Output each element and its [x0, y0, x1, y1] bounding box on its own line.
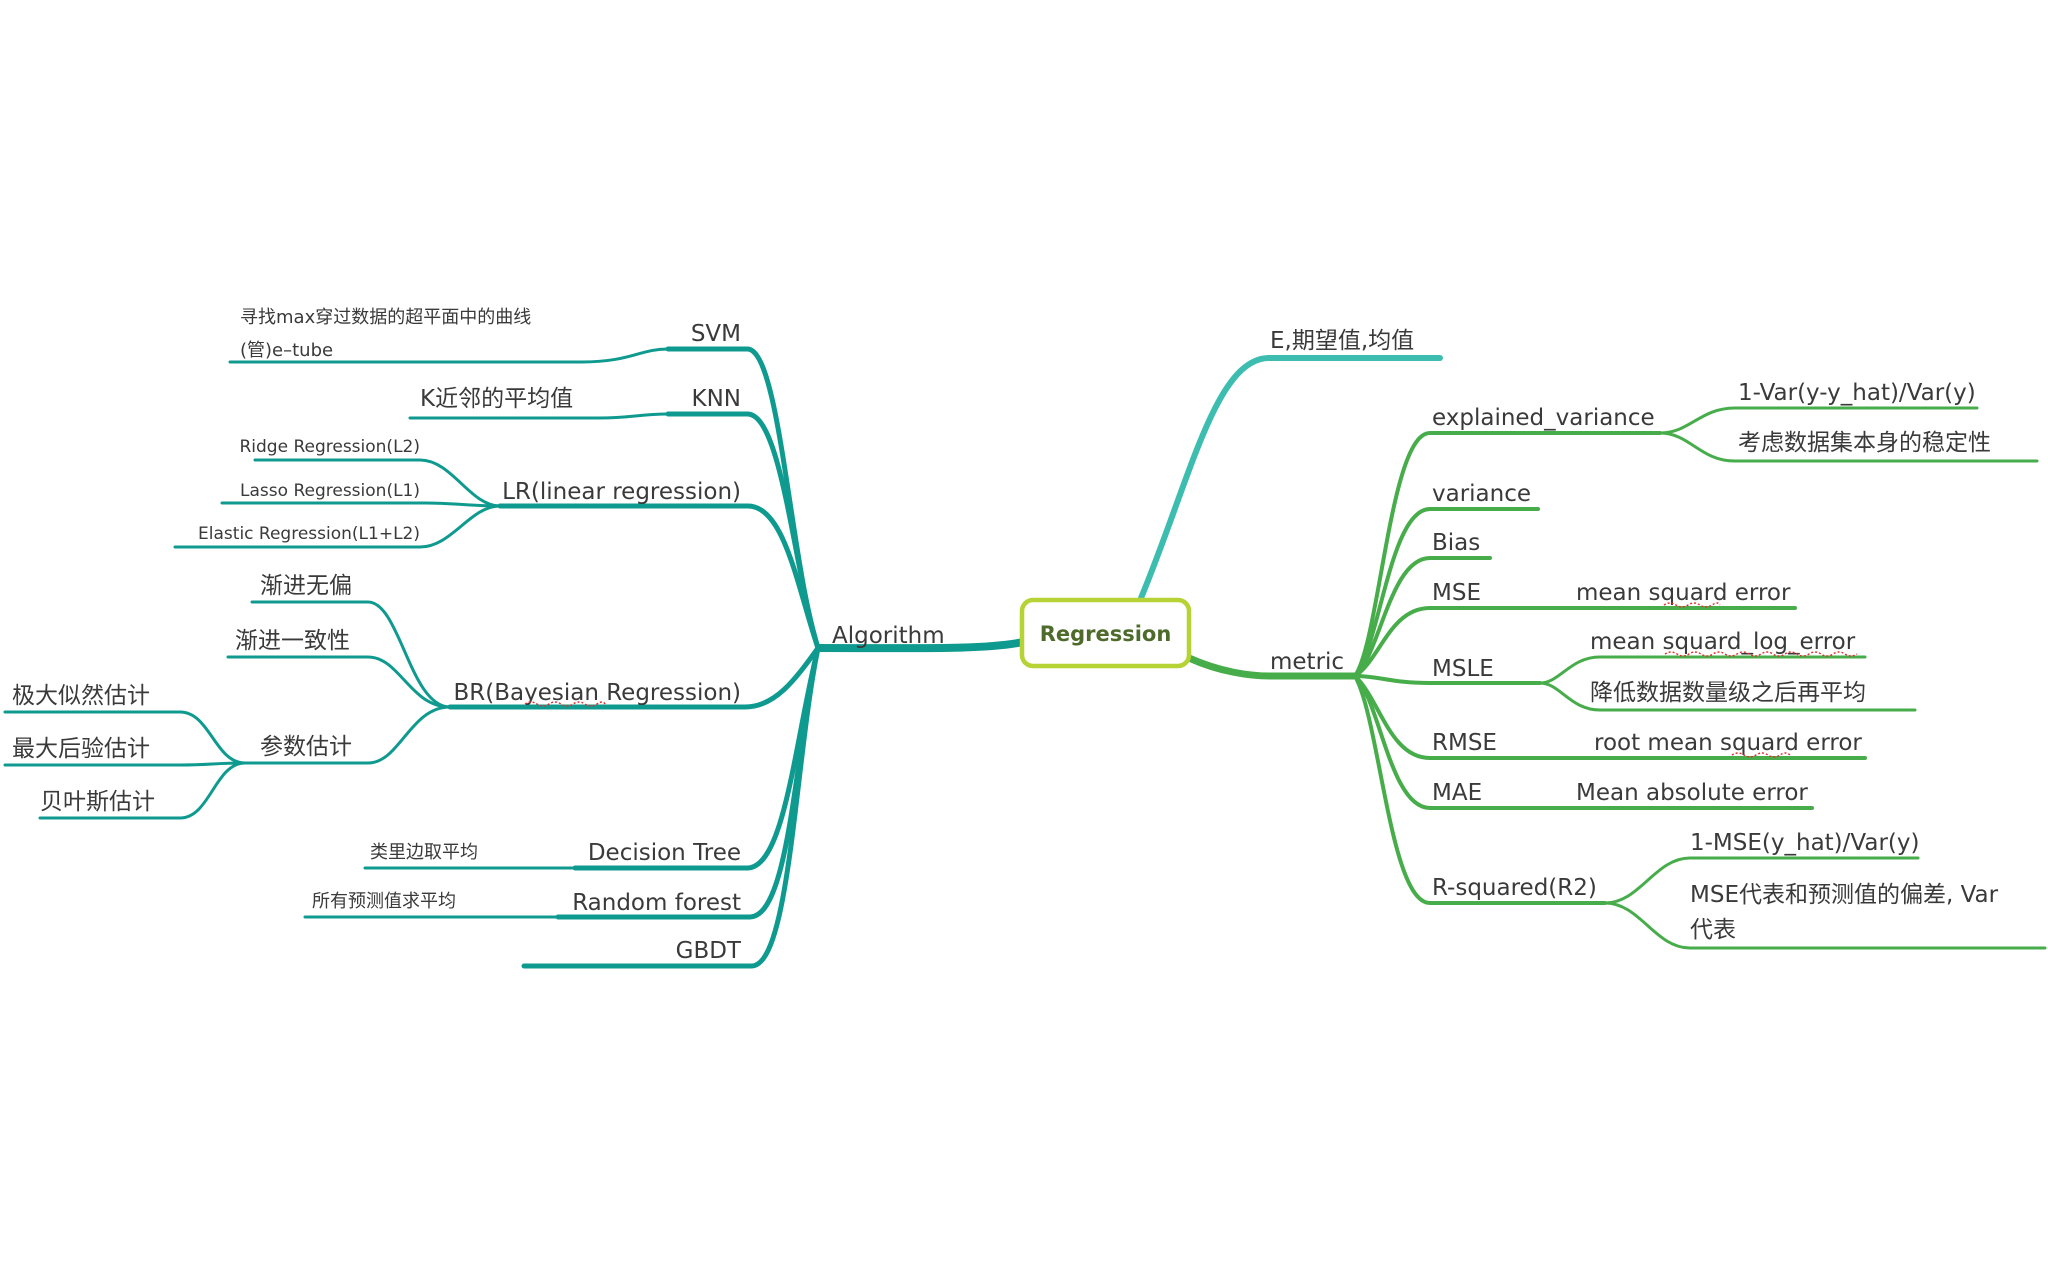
algorithm-label[interactable]: Algorithm: [832, 623, 945, 649]
br-label[interactable]: BR(Bayesian Regression): [454, 680, 742, 706]
msle-note2: 降低数据数量级之后再平均: [1590, 680, 1866, 706]
param-mle[interactable]: 极大似然估计: [12, 683, 150, 709]
br-asymptotic-unbiased[interactable]: 渐进无偏: [260, 573, 352, 599]
svm-note-line2: (管)e–tube: [240, 340, 333, 361]
spellcheck-underline: [1664, 651, 1858, 657]
lr-child-lasso[interactable]: Lasso Regression(L1): [240, 481, 420, 501]
br-asymptotic-consistent[interactable]: 渐进一致性: [235, 628, 350, 654]
explained-variance-formula[interactable]: 1-Var(y-y_hat)/Var(y): [1738, 380, 1976, 406]
msle-note: mean squard_log_error: [1590, 629, 1856, 655]
metric-label[interactable]: metric: [1270, 649, 1344, 675]
lr-label[interactable]: LR(linear regression): [502, 479, 741, 505]
metric-branch: [1185, 406, 2047, 950]
explained-variance-note[interactable]: 考虑数据集本身的稳定性: [1738, 430, 1991, 456]
mse-note: mean squard error: [1576, 580, 1791, 606]
rmse-label[interactable]: RMSE: [1432, 730, 1497, 756]
bias-label[interactable]: Bias: [1432, 530, 1480, 556]
r2-label[interactable]: R-squared(R2): [1432, 875, 1597, 901]
r2-note-line1: MSE代表和预测值的偏差, Var: [1690, 882, 1999, 908]
msle-label[interactable]: MSLE: [1432, 656, 1494, 682]
br-param-estimation[interactable]: 参数估计: [260, 734, 352, 760]
r2-note-line2: 代表: [1690, 917, 1736, 943]
knn-label[interactable]: KNN: [692, 386, 742, 412]
explained-variance-label[interactable]: explained_variance: [1432, 405, 1655, 431]
param-map[interactable]: 最大后验估计: [12, 736, 150, 762]
gbdt-label[interactable]: GBDT: [676, 938, 742, 964]
random-forest-note: 所有预测值求平均: [312, 891, 456, 912]
expectation-branch: [1138, 355, 1443, 601]
mse-label[interactable]: MSE: [1432, 580, 1481, 606]
decision-tree-label[interactable]: Decision Tree: [588, 840, 741, 866]
root-node[interactable]: Regression: [1019, 597, 1192, 669]
mae-label[interactable]: MAE: [1432, 780, 1482, 806]
variance-label[interactable]: variance: [1432, 481, 1531, 507]
decision-tree-note: 类里边取平均: [370, 842, 478, 863]
random-forest-label[interactable]: Random forest: [572, 890, 741, 916]
lr-child-ridge[interactable]: Ridge Regression(L2): [239, 437, 420, 457]
svm-note-line1: 寻找max穿过数据的超平面中的曲线: [240, 307, 531, 328]
param-bayes[interactable]: 贝叶斯估计: [40, 789, 155, 815]
algorithm-branch: [3, 346, 1027, 969]
spellcheck-underline: [524, 701, 606, 707]
root-label: Regression: [1040, 622, 1172, 646]
svm-label[interactable]: SVM: [691, 321, 741, 347]
expectation-label[interactable]: E,期望值,均值: [1270, 328, 1414, 354]
lr-child-elastic[interactable]: Elastic Regression(L1+L2): [198, 524, 420, 544]
r2-formula[interactable]: 1-MSE(y_hat)/Var(y): [1690, 830, 1919, 856]
knn-note: K近邻的平均值: [420, 386, 573, 412]
mae-note: Mean absolute error: [1576, 780, 1808, 806]
rmse-note: root mean squard error: [1594, 730, 1862, 756]
